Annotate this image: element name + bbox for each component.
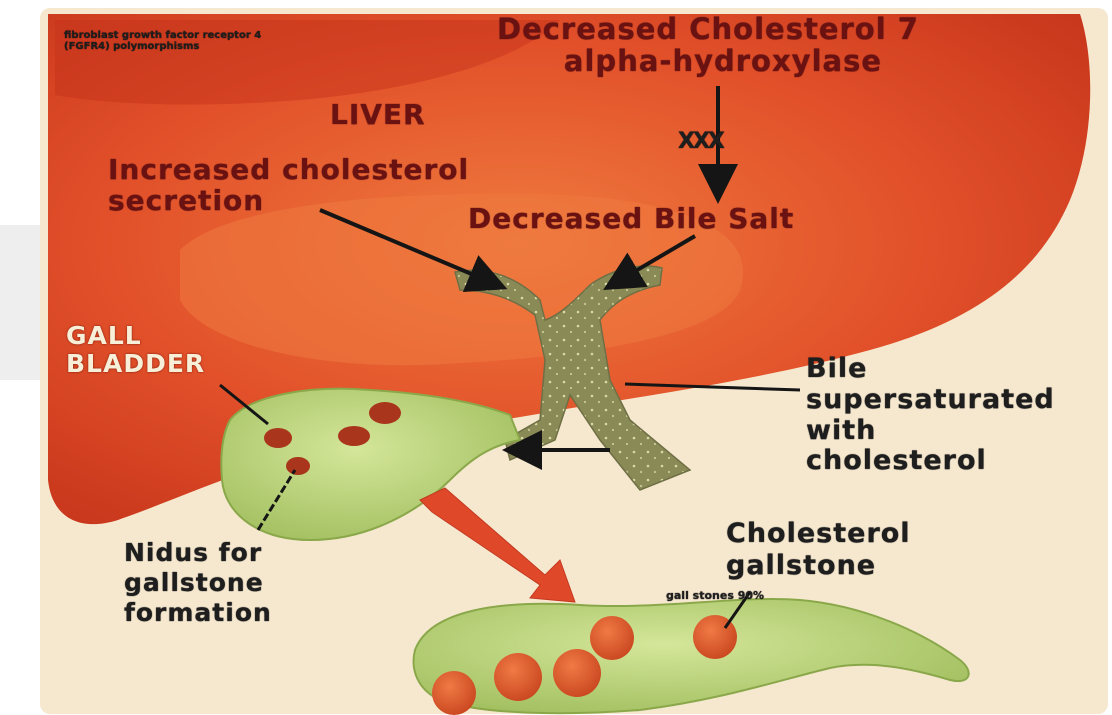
increased-secretion-label: Increased cholesterol secretion	[108, 155, 469, 217]
nidus-stone-2	[369, 402, 401, 424]
enzyme-label: Decreased Cholesterol 7 alpha-hydroxylas…	[497, 14, 919, 78]
nidus-stone-1	[264, 428, 292, 448]
bile-line-3: with	[806, 416, 1055, 447]
enzyme-line-2: alpha-hydroxylase	[527, 46, 919, 78]
bile-line-2: supersaturated	[806, 385, 1055, 416]
gallstone-2	[494, 653, 542, 701]
bile-line-1: Bile	[806, 354, 1055, 385]
bile-salt-label: Decreased Bile Salt	[468, 204, 794, 235]
nidus-stone-4	[286, 457, 310, 475]
nidus-line-3: formation	[124, 598, 272, 628]
increased-line-1: Increased cholesterol	[108, 155, 469, 186]
nidus-line-2: gallstone	[124, 568, 272, 598]
nidus-stone-3	[338, 426, 370, 446]
gallstone-percent-note: gall stones 90%	[666, 590, 764, 602]
bile-line-4: cholesterol	[806, 446, 1055, 477]
fgfr4-line-2: (FGFR4) polymorphisms	[64, 41, 261, 52]
increased-line-2: secretion	[108, 186, 469, 217]
gallstone-3	[553, 649, 601, 697]
nidus-label: Nidus for gallstone formation	[124, 538, 272, 628]
gall-line-1: GALL	[66, 322, 205, 350]
nidus-line-1: Nidus for	[124, 538, 272, 568]
stone-line-1: Cholesterol	[726, 518, 911, 550]
fgfr4-note: fibroblast growth factor receptor 4 (FGF…	[64, 30, 261, 52]
gallbladder-label: GALL BLADDER	[66, 322, 205, 377]
cholesterol-gallstone-label: Cholesterol gallstone	[726, 518, 911, 583]
gallstone-4	[590, 616, 634, 660]
gallstone-1	[432, 671, 476, 715]
block-mark: XXX	[678, 130, 723, 154]
liver-label: LIVER	[330, 100, 426, 131]
stone-line-2: gallstone	[726, 550, 911, 582]
left-edge-shade	[0, 225, 40, 380]
bile-supersaturated-label: Bile supersaturated with cholesterol	[806, 354, 1055, 477]
fgfr4-line-1: fibroblast growth factor receptor 4	[64, 30, 261, 41]
enzyme-line-1: Decreased Cholesterol 7	[497, 14, 919, 46]
gall-line-2: BLADDER	[66, 350, 205, 378]
